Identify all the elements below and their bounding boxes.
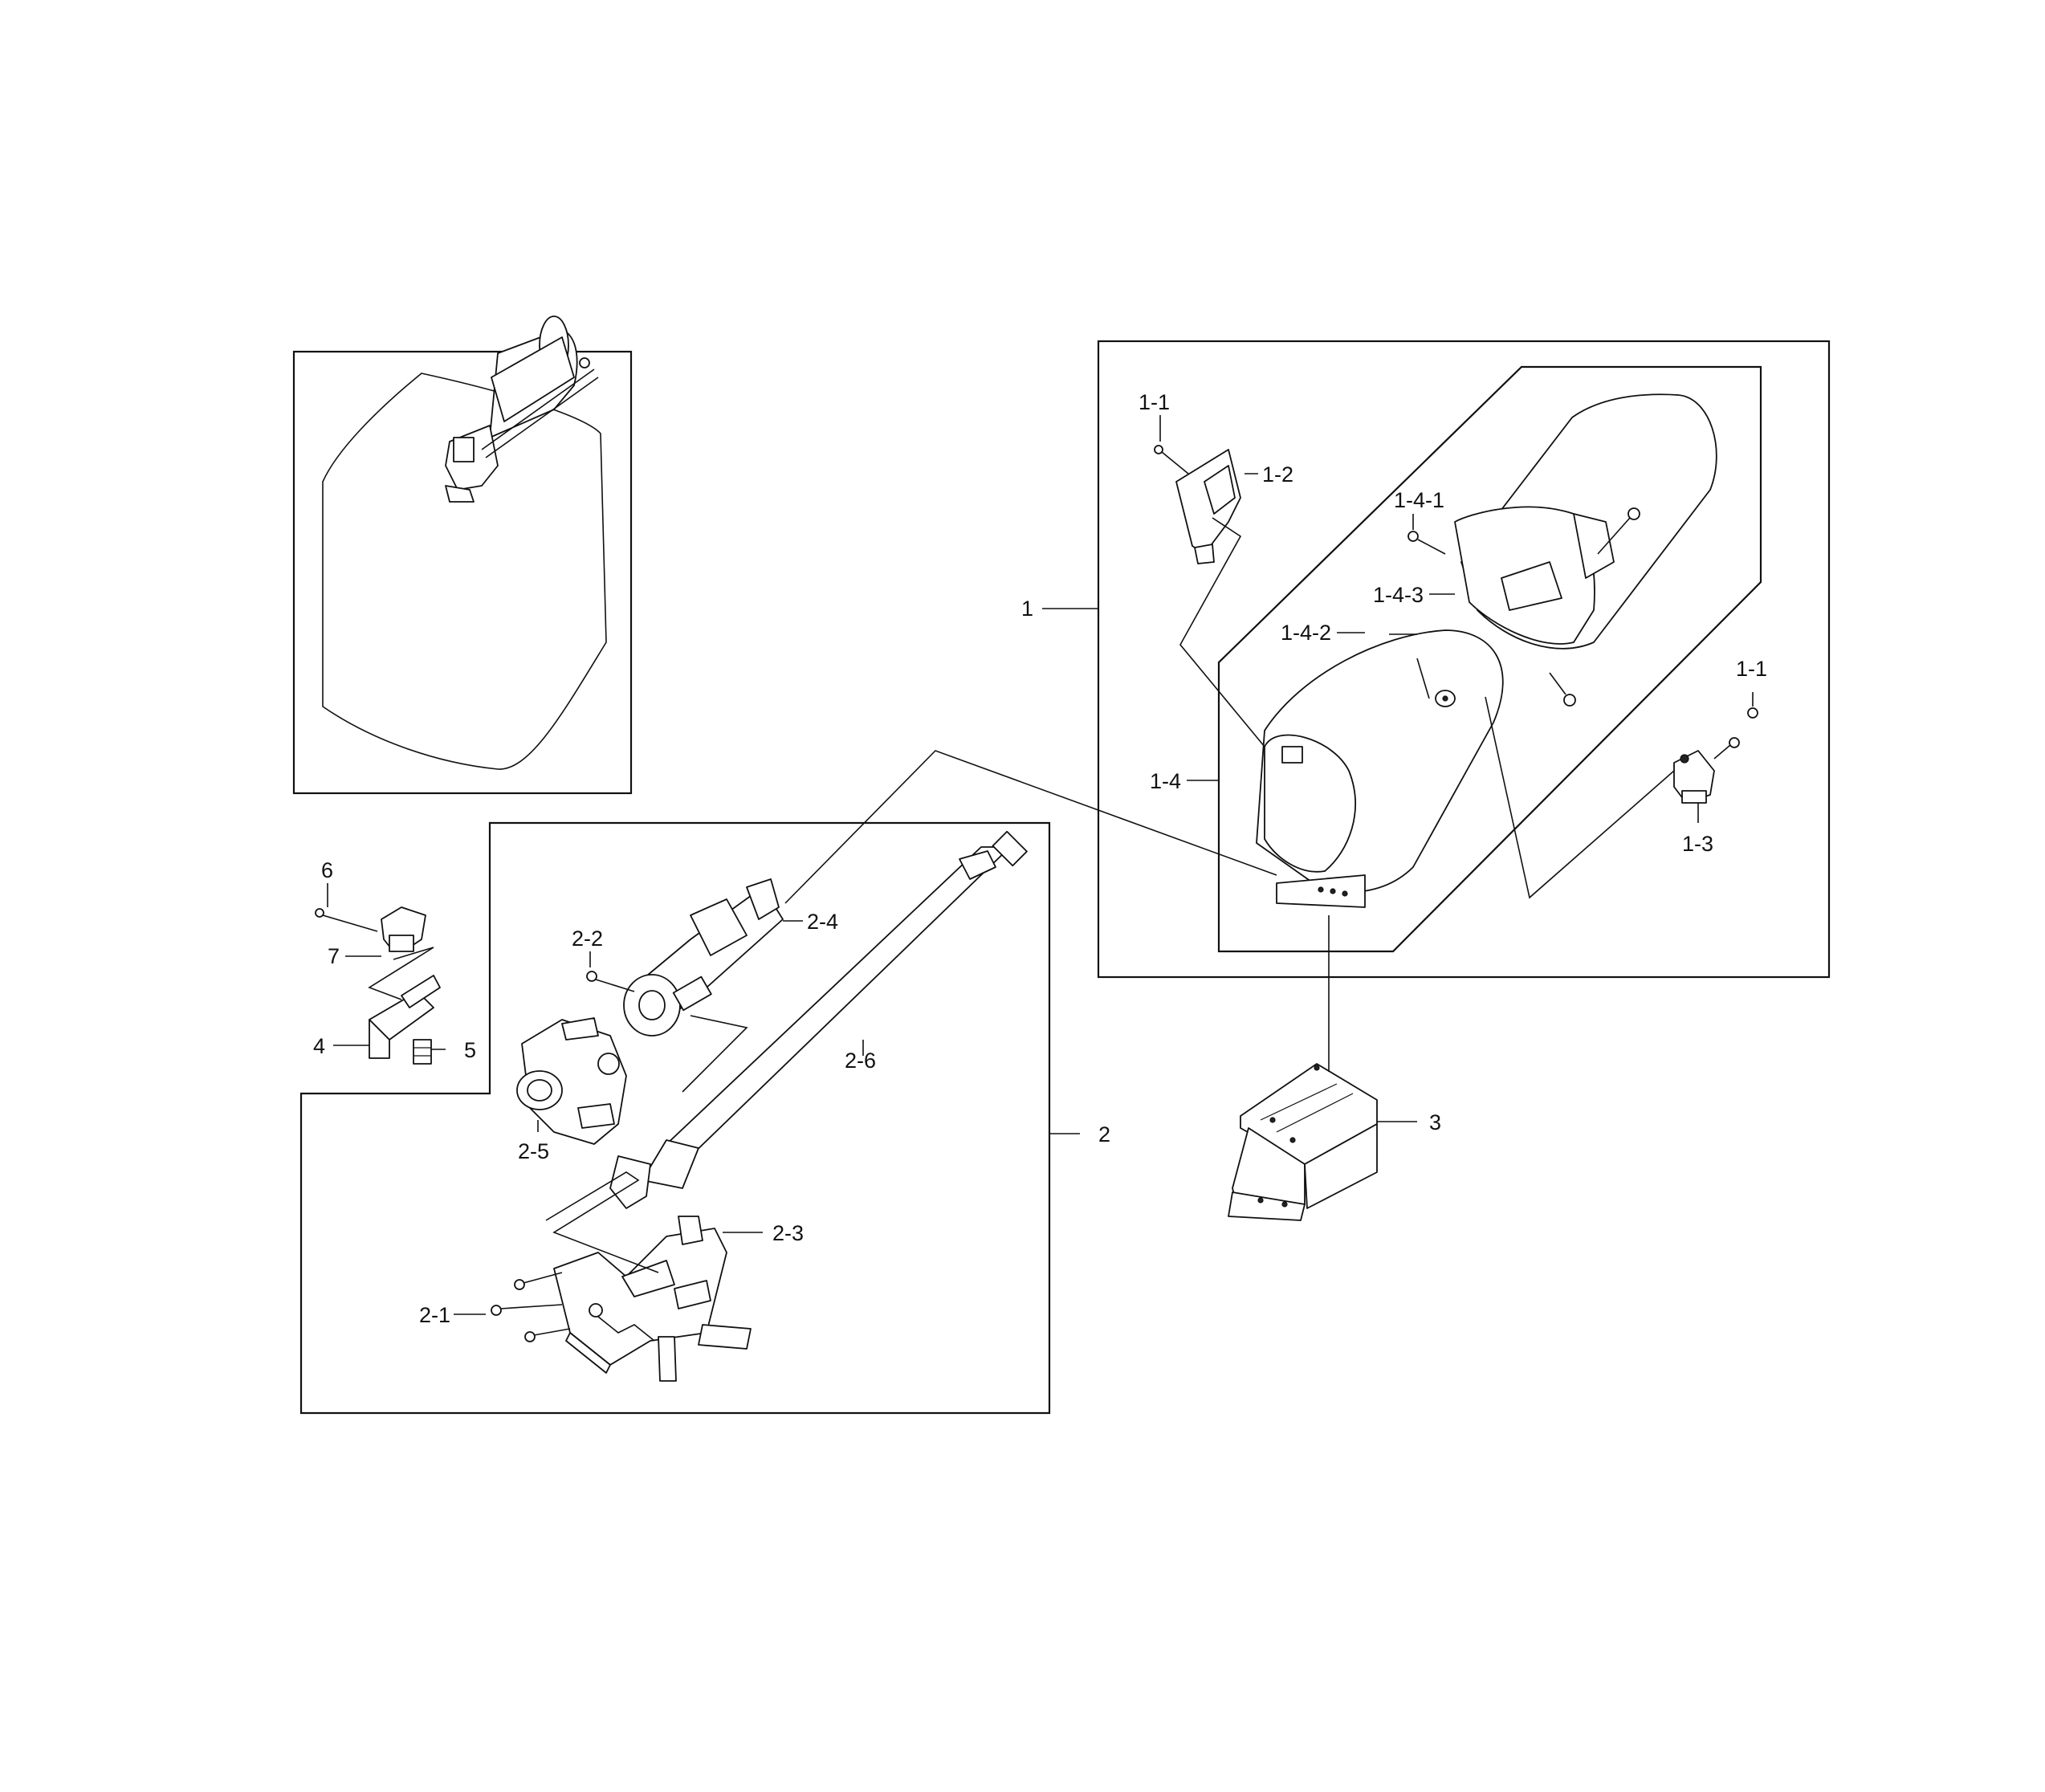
label-1-4: 1-4 <box>1150 769 1181 793</box>
part-3-bracket <box>1228 1063 1378 1221</box>
part-2-3-bracket <box>553 1216 752 1382</box>
label-2-2: 2-2 <box>572 927 603 951</box>
leader-lines <box>327 415 1754 1315</box>
callout-labels: 1 1-1 1-2 1-1 1-3 1-4 1-4-1 1-4-2 1-4-3 … <box>313 390 1767 1327</box>
label-1-1-top: 1-1 <box>1139 390 1170 414</box>
overview-appliance <box>322 316 607 770</box>
label-1-1-right: 1-1 <box>1736 657 1767 681</box>
overview-burner-assembly <box>445 316 599 503</box>
part-7-clip <box>381 906 426 952</box>
assembly-1-4-frame <box>1217 365 1762 953</box>
part-1-2-bracket <box>1154 445 1241 564</box>
label-1: 1 <box>1021 597 1033 621</box>
label-2-4: 2-4 <box>807 910 838 934</box>
part-2-6-pipe <box>609 830 1028 1209</box>
assembly-2-frame <box>299 821 1051 1415</box>
label-1-4-1: 1-4-1 <box>1394 488 1444 512</box>
label-7: 7 <box>328 944 340 968</box>
part-2-4-burner-tube <box>623 878 784 1037</box>
screw-1-4-1 <box>1407 531 1446 555</box>
label-2-3: 2-3 <box>772 1221 804 1245</box>
label-2-6: 2-6 <box>845 1049 876 1073</box>
label-2-5: 2-5 <box>518 1139 549 1163</box>
upper-duct-cylinder <box>1454 393 1717 650</box>
label-1-2: 1-2 <box>1262 462 1293 487</box>
part-2-5-valve <box>516 1017 627 1145</box>
label-1-3: 1-3 <box>1682 832 1713 856</box>
part-5-filter <box>413 1039 432 1065</box>
label-5: 5 <box>464 1038 476 1062</box>
label-1-4-3: 1-4-3 <box>1373 583 1424 607</box>
label-4: 4 <box>313 1034 325 1058</box>
label-1-4-2: 1-4-2 <box>1281 621 1331 645</box>
part-1-3-switch <box>1673 707 1758 804</box>
screw-lower-right <box>1549 672 1576 707</box>
label-3: 3 <box>1429 1110 1441 1134</box>
part-6-screw <box>315 908 378 932</box>
label-2: 2 <box>1098 1122 1110 1146</box>
screws-2-1 <box>491 1272 571 1342</box>
assembly-1-frame <box>1097 340 1831 979</box>
screw-1-4-1-right <box>1627 507 1640 520</box>
screw-1-1-right <box>1747 707 1758 719</box>
label-6: 6 <box>321 858 333 882</box>
screw-1-1-top <box>1154 445 1163 454</box>
overview-frame <box>292 350 633 795</box>
lower-duct-cylinder <box>1256 629 1504 908</box>
screw-1-3-a <box>1729 737 1740 748</box>
screw-2-2 <box>586 971 635 992</box>
label-2-1: 2-1 <box>419 1303 450 1327</box>
